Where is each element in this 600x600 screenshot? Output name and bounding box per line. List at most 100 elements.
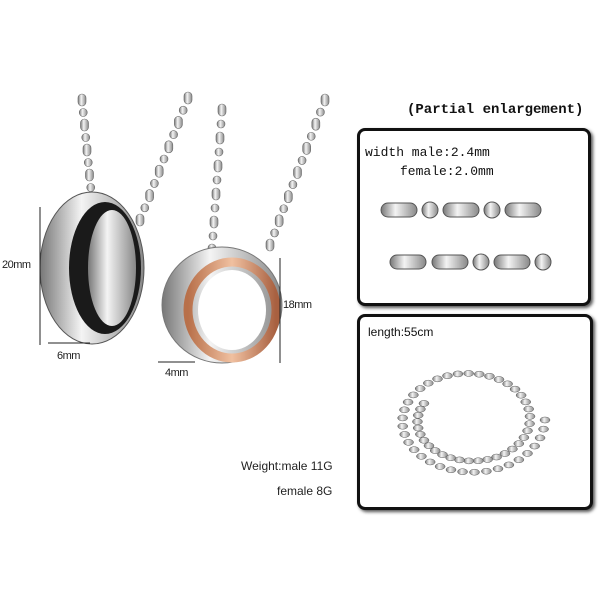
chain-ball: [472, 253, 490, 271]
chain-coil-bead: [432, 375, 443, 383]
chain-ball: [270, 228, 279, 238]
width-female-text: female:2.0mm: [400, 164, 494, 179]
chain-coil-bead: [445, 454, 456, 462]
chain-coil-bead: [397, 414, 408, 422]
chain-bead: [82, 143, 92, 157]
chain-coil-bead: [452, 370, 464, 378]
chain-coil-bead: [524, 420, 535, 427]
chain-coil-bead: [502, 380, 513, 388]
chain-ball: [81, 133, 91, 142]
chain-ball: [421, 201, 439, 219]
chain-coil-bead: [491, 453, 502, 461]
chain-coil-bead: [520, 398, 531, 406]
chain-ball: [212, 175, 222, 185]
chain-coil-bead: [518, 434, 530, 441]
chain-coil-bead: [399, 431, 410, 438]
chain-bead: [145, 189, 154, 202]
chain-ball: [214, 147, 224, 157]
weight-female: female 8G: [277, 484, 333, 498]
chain-ball: [216, 119, 226, 129]
chain-coil-bead: [474, 370, 485, 378]
chain-coil-bead: [416, 453, 427, 460]
chain-coil-bead: [429, 447, 441, 454]
chain-coil-bead: [423, 379, 434, 387]
chain-bead: [154, 164, 164, 178]
chain-bead: [302, 142, 311, 155]
chain-coil-bead: [499, 450, 511, 457]
male-ring-band: [88, 210, 136, 326]
chain-bead: [135, 213, 145, 227]
chain-coil-bead: [457, 468, 468, 475]
chain-bead: [442, 202, 480, 218]
chain-coil-bead: [513, 440, 525, 447]
chain-ball: [86, 183, 96, 192]
chain-bead: [215, 131, 225, 145]
chain-bead: [217, 103, 227, 117]
width-male-text: width male:2.4mm: [365, 145, 490, 160]
chain-bead: [389, 254, 427, 270]
chain-coil-bead: [503, 461, 515, 469]
chain-ball: [159, 154, 169, 164]
chain-ball: [208, 231, 218, 241]
chain-coil-bead: [522, 427, 533, 435]
chain-coil-bead: [397, 422, 408, 430]
male-height-label: 20mm: [2, 259, 31, 271]
chain-coil-bead: [484, 373, 495, 380]
chain-ball: [169, 130, 178, 139]
chain-bead: [493, 254, 531, 270]
chain-bead: [504, 202, 542, 218]
chain-ball: [83, 158, 93, 167]
chain-coil-bead: [408, 446, 420, 453]
chain-coil-bead: [529, 442, 540, 450]
chain-coil-bead: [473, 457, 484, 465]
length-text: length:55cm: [368, 325, 434, 339]
chain-bead: [431, 254, 469, 270]
chain-coil-bead: [539, 416, 551, 424]
partial-enlargement-title: (Partial enlargement): [407, 102, 584, 118]
chain-coil-bead: [412, 418, 423, 425]
chain-coil-bead: [412, 424, 424, 432]
chain-coil-bead: [515, 391, 527, 399]
chain-bead: [209, 215, 219, 229]
chain-coil-bead: [454, 456, 465, 464]
chain-coil-bead: [492, 465, 504, 473]
female-width-label: 4mm: [165, 367, 188, 379]
chain-bead: [380, 202, 418, 218]
chain-coil-bead: [524, 413, 536, 420]
chain-coil-bead: [509, 385, 521, 393]
chain-ball: [306, 131, 316, 141]
chain-ball: [534, 253, 552, 271]
chain-coil-bead: [522, 450, 533, 457]
chain-ball: [140, 203, 150, 213]
chain-coil-bead: [507, 445, 518, 453]
chain-ball: [279, 204, 289, 214]
chain-coil-bead: [408, 391, 419, 399]
chain-coil-bead: [424, 458, 436, 466]
chain-coil-bead: [415, 405, 426, 413]
chain-ball: [297, 156, 307, 165]
chain-coil-bead: [463, 457, 475, 465]
chain-bead: [174, 116, 183, 129]
chain-coil-bead: [534, 434, 546, 442]
chain-bead: [183, 91, 193, 105]
chain-coil-bead: [403, 439, 414, 446]
chain-coil-bead: [414, 385, 426, 392]
chain-bead: [320, 93, 330, 107]
chain-coil-bead: [493, 376, 505, 383]
female-ring-hole: [198, 270, 266, 350]
chain-bead: [80, 118, 89, 132]
chain-coil-bead: [463, 370, 474, 377]
chain-ball: [483, 201, 501, 219]
chain-ball: [78, 108, 88, 117]
chain-coil-bead: [482, 456, 493, 463]
chain-bead: [213, 159, 223, 173]
chain-ball: [150, 179, 159, 188]
chain-ball: [210, 203, 220, 213]
chain-bead: [85, 168, 94, 182]
chain-bead: [265, 238, 275, 252]
chain-ball: [178, 105, 188, 115]
chain-coil-bead: [437, 451, 448, 458]
